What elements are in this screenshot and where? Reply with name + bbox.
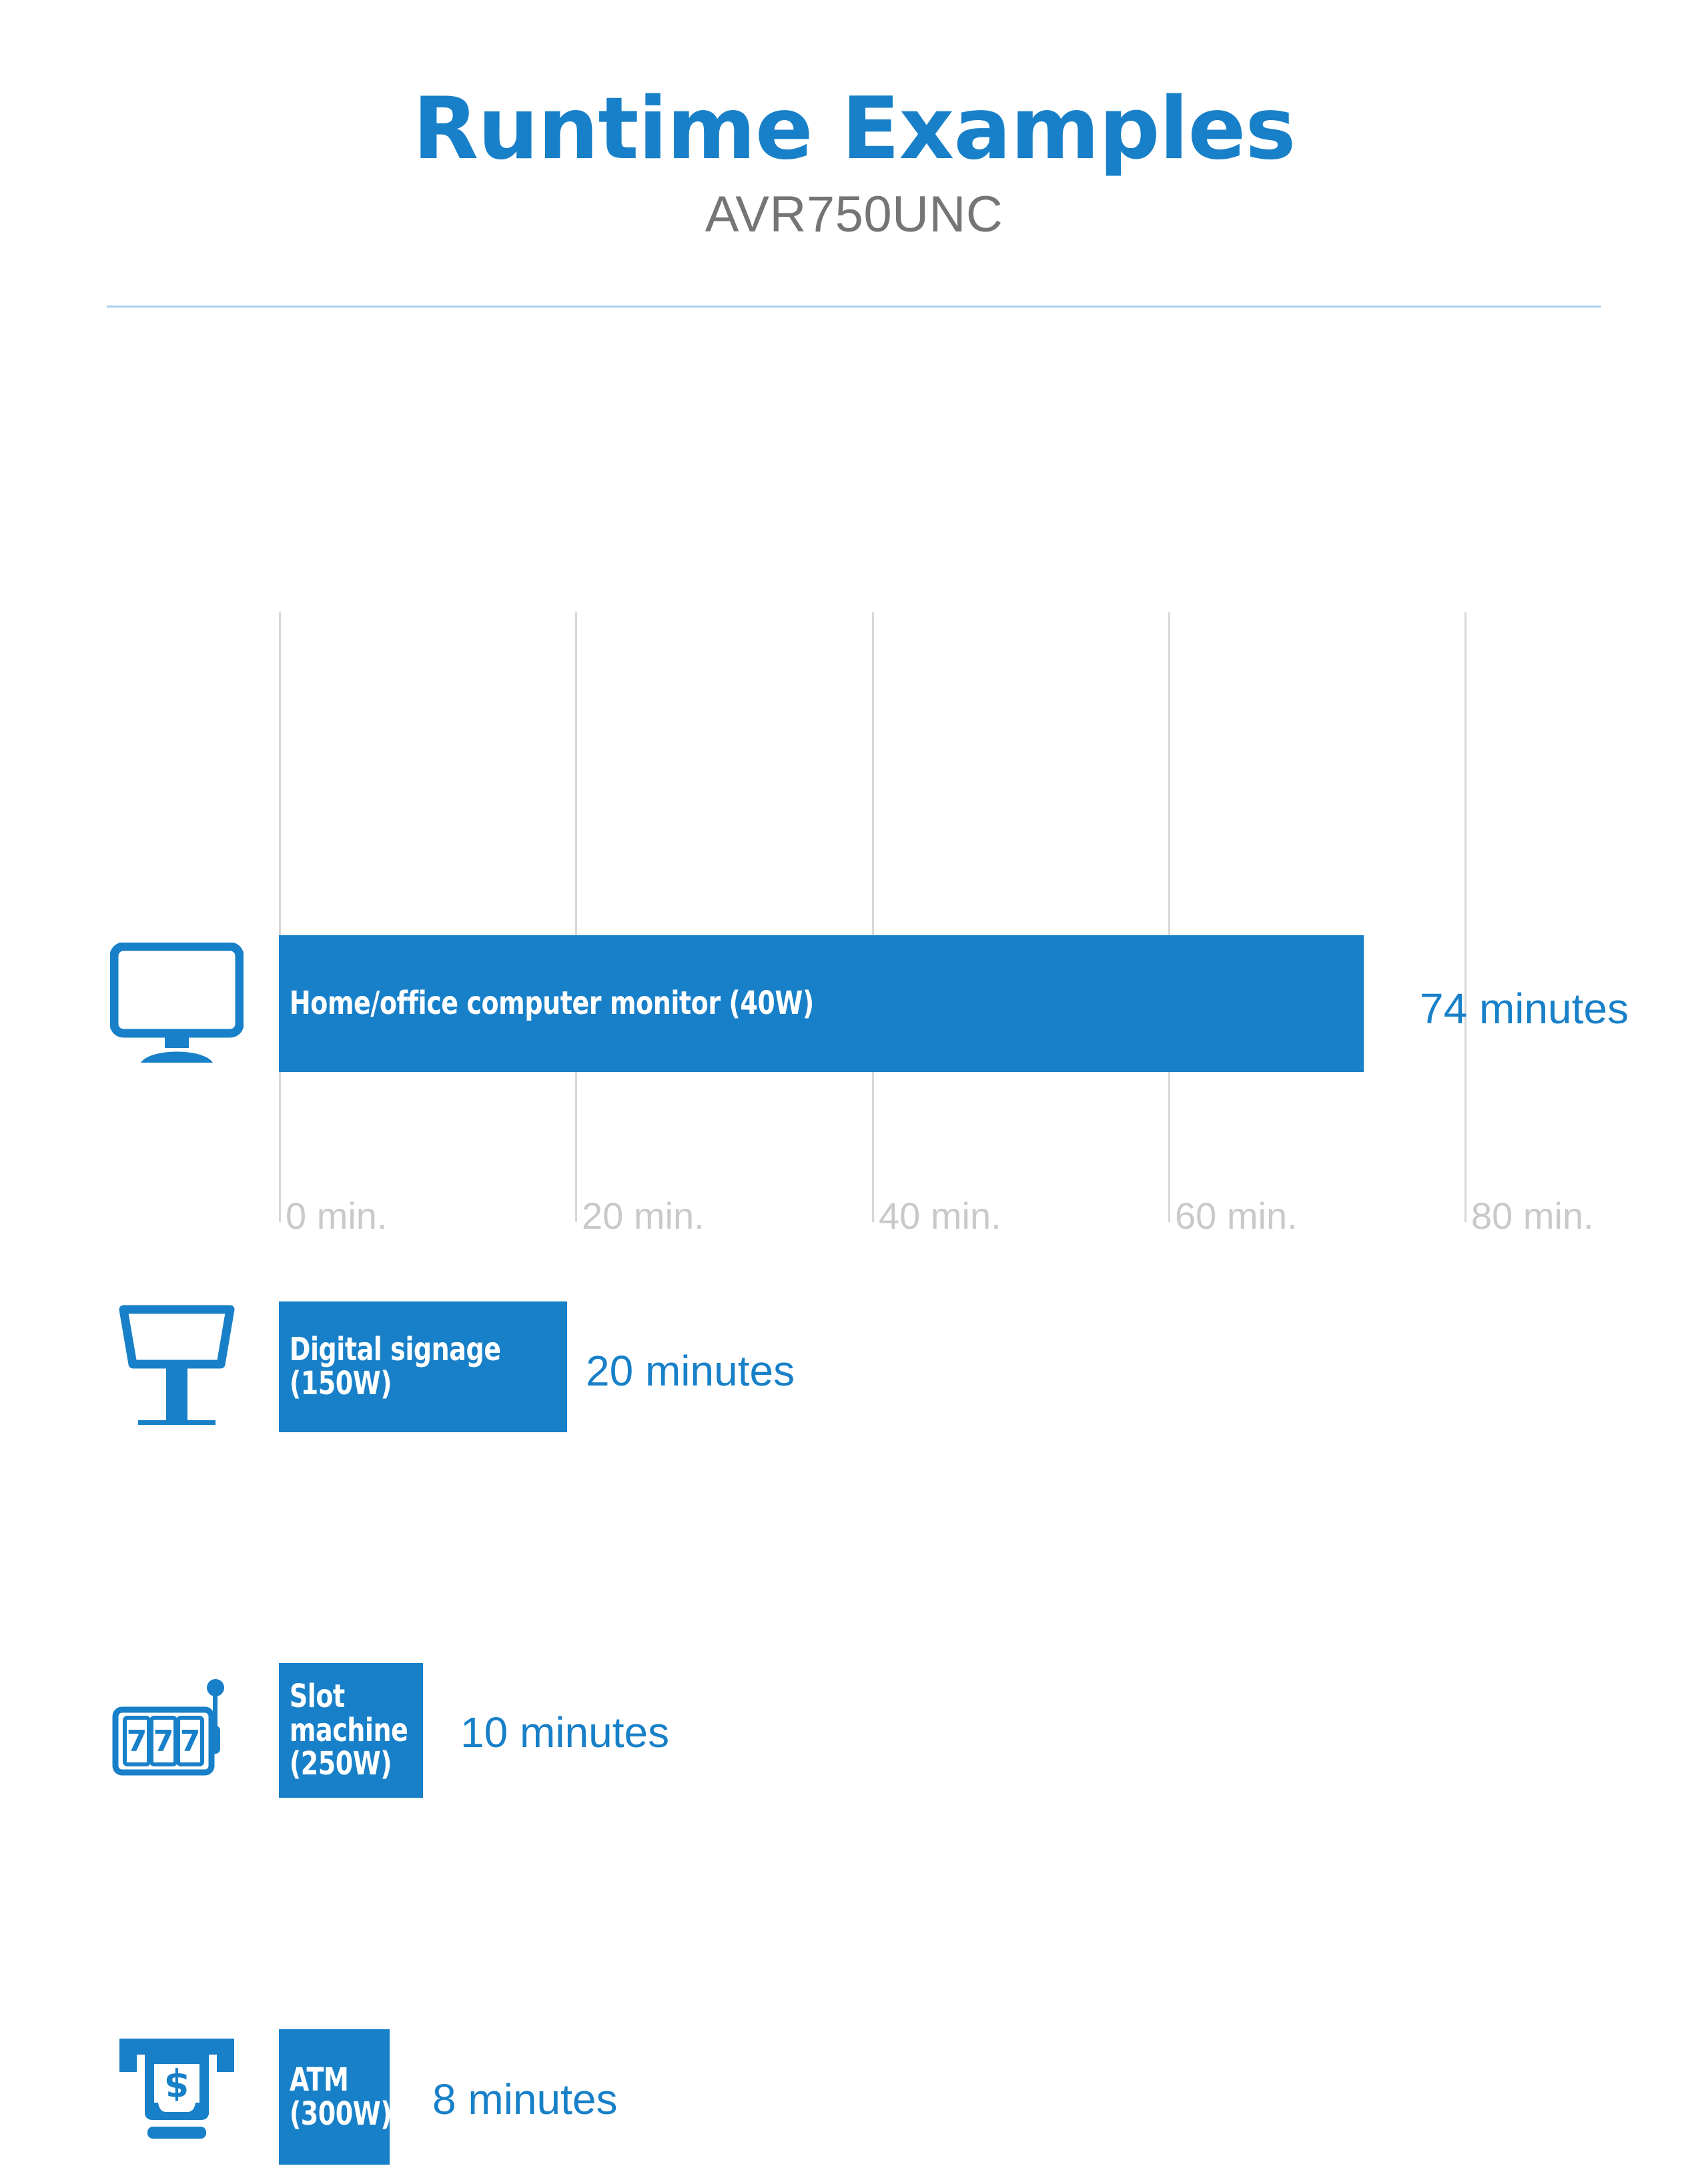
- gridline-20: [575, 612, 577, 1222]
- chart-row-atm: $ ATM (300W) 8 minutes: [0, 1014, 1708, 2165]
- bar-slot-machine: Slot machine (250W): [279, 1663, 423, 1798]
- digital-signage-icon-cell: [107, 1298, 247, 1432]
- infographic-page: Runtime Examples AVR750UNC Home/office c…: [0, 86, 1708, 2165]
- bar-digital-signage: Digital signage (150W): [279, 1301, 567, 1432]
- monitor-icon: [110, 942, 244, 1063]
- axis-label-80: 80 min.: [1471, 1195, 1594, 1237]
- bar-atm: ATM (300W): [279, 2029, 392, 2165]
- axis-label-0: 0 min.: [286, 1195, 388, 1237]
- svg-text:7: 7: [180, 1724, 201, 1758]
- svg-text:$: $: [164, 2065, 189, 2107]
- value-label-digital-signage: 20 minutes: [586, 1347, 795, 1395]
- axis-label-40: 40 min.: [879, 1195, 1001, 1237]
- bar-monitor: Home/office computer monitor (40W): [279, 935, 1364, 1072]
- chart-row-monitor: Home/office computer monitor (40W) 74 mi…: [0, 467, 1708, 1072]
- svg-text:7: 7: [153, 1724, 174, 1758]
- value-label-atm: 8 minutes: [432, 2075, 618, 2123]
- page-title: Runtime Examples: [412, 79, 1296, 179]
- header: Runtime Examples AVR750UNC: [0, 87, 1708, 240]
- chart-row-slot-machine: 7 7 7 Slot machine (250W) 10 minutes: [0, 831, 1708, 1798]
- slot-machine-icon: 7 7 7: [112, 1679, 224, 1776]
- axis-label-60: 60 min.: [1175, 1195, 1298, 1237]
- page-subtitle: AVR750UNC: [705, 186, 1003, 243]
- chart-row-digital-signage: Digital signage (150W) 20 minutes: [0, 649, 1708, 1432]
- value-label-slot-machine: 10 minutes: [460, 1708, 670, 1756]
- gridline-80: [1464, 612, 1466, 1222]
- gridline-60: [1168, 612, 1170, 1222]
- gridline-0: [279, 612, 281, 1222]
- bar-label-slot-machine: Slot machine (250W): [289, 1677, 408, 1783]
- bar-label-monitor: Home/office computer monitor (40W): [289, 985, 814, 1023]
- gridline-40: [872, 612, 874, 1222]
- atm-icon-cell: $: [107, 2028, 247, 2168]
- atm-icon: $: [119, 2038, 234, 2139]
- bar-label-digital-signage: Digital signage (150W): [289, 1331, 501, 1402]
- value-label-monitor: 74 minutes: [1420, 985, 1629, 1033]
- monitor-icon-cell: [107, 934, 247, 1074]
- runtime-bar-chart: Home/office computer monitor (40W) 74 mi…: [0, 467, 1708, 2165]
- header-divider: [107, 306, 1601, 308]
- bar-label-atm: ATM (300W): [289, 2061, 392, 2133]
- slot-machine-icon-cell: 7 7 7: [107, 1661, 247, 1801]
- axis-label-20: 20 min.: [582, 1195, 705, 1237]
- svg-text:7: 7: [127, 1724, 147, 1758]
- digital-signage-icon: [119, 1305, 235, 1425]
